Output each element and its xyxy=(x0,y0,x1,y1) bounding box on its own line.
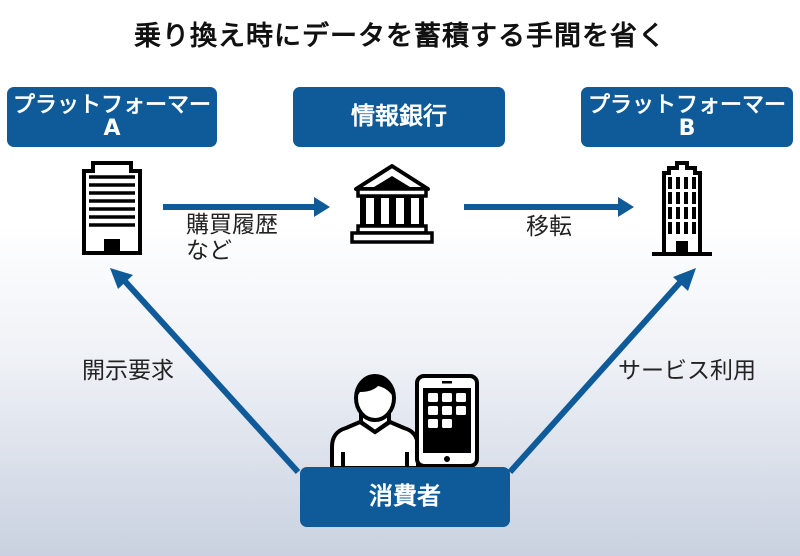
platformer-a-letter: A xyxy=(103,116,121,141)
platformer-a-name: プラットフォーマー xyxy=(12,92,211,118)
platformer-a-label: プラットフォーマー A xyxy=(7,87,217,147)
tablet-icon xyxy=(415,374,479,468)
service-usage-label: サービス利用 xyxy=(618,358,756,384)
transfer-label: 移転 xyxy=(526,214,572,240)
arrow-consumer-to-b xyxy=(507,268,696,475)
info-bank-label: 情報銀行 xyxy=(293,87,505,147)
bank-icon xyxy=(350,164,434,244)
platformer-b-letter: B xyxy=(678,116,696,141)
person-icon xyxy=(330,374,420,470)
purchase-history-line1: 購買履歴 xyxy=(186,212,278,238)
tower-building-icon xyxy=(652,161,712,256)
consumer-label: 消費者 xyxy=(300,467,510,527)
platformer-b-label: プラットフォーマー B xyxy=(581,87,793,147)
office-building-icon xyxy=(82,161,142,255)
purchase-history-line2: など xyxy=(186,238,232,265)
platformer-b-name: プラットフォーマー xyxy=(587,92,786,118)
arrow-a-to-bank xyxy=(163,197,330,217)
diagram-title: 乗り換え時にデータを蓄積する手間を省く xyxy=(134,21,666,52)
arrow-bank-to-b xyxy=(464,197,634,217)
purchase-history-label: 購買履歴 など xyxy=(186,212,278,265)
arrow-consumer-to-a xyxy=(110,268,301,475)
info-bank-name: 情報銀行 xyxy=(351,102,447,131)
disclosure-request-label: 開示要求 xyxy=(82,358,174,384)
consumer-name: 消費者 xyxy=(369,482,441,511)
